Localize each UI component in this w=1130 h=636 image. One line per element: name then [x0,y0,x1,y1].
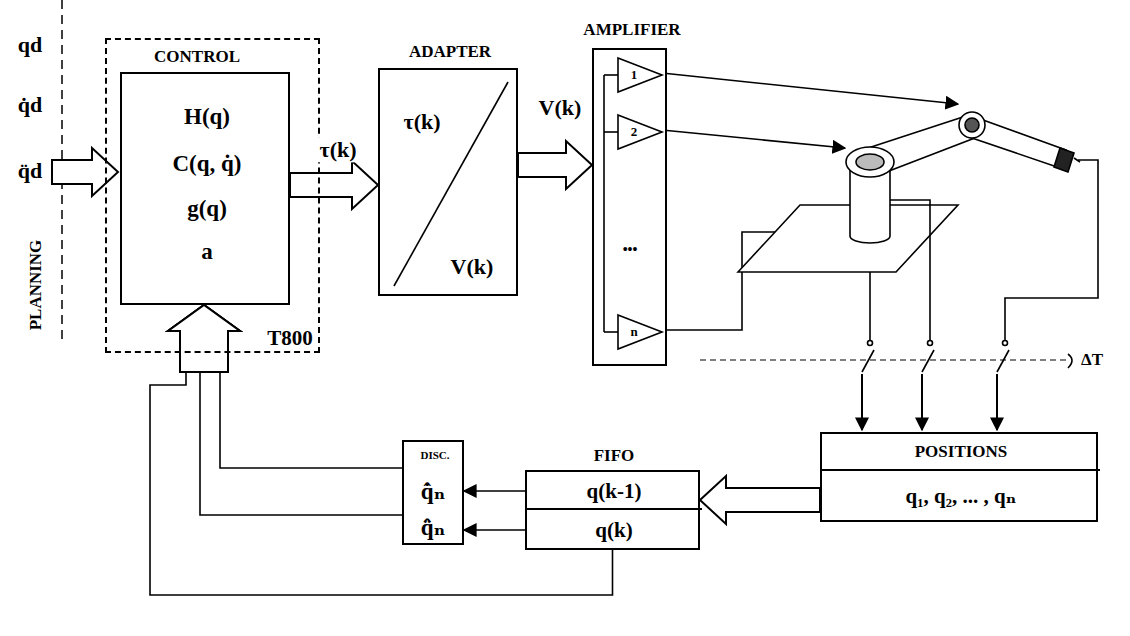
switch-contact [868,341,873,346]
wire [662,73,958,104]
connector [518,141,592,189]
robot-arm [738,112,1080,272]
command-signal: qd [18,32,42,57]
switch-contact [1003,341,1008,346]
gripper [1054,148,1074,172]
command-signal: q̇d [18,92,42,117]
sampling-mark [1068,354,1072,368]
sampling-line [700,359,1068,360]
sample-arrow [921,374,923,430]
sample-arrow [996,374,998,430]
shoulder-hub [856,154,884,170]
switch-contact [928,341,933,346]
hollow-arrow [168,305,240,372]
value-text: q̈̂ₙ [421,515,446,541]
bus-branch [604,74,618,76]
processor-boundary: T800 CONTROL H(q) C(q, q̇) g(q) a [105,38,320,353]
shoulder-joint [846,147,894,177]
connector [464,530,525,531]
input-bus [603,75,605,332]
planning-label: PLANNING [26,240,46,331]
box-drawing [594,50,669,368]
heading: CONTROL [154,47,240,67]
connector [150,305,613,595]
bus-branch [604,131,618,133]
base-column [850,168,890,243]
value-text: a [201,239,213,265]
connector-line [220,372,402,468]
amplifier-triangle [618,58,662,92]
signal-label: τ(k) [317,137,358,162]
heading: DISC. [420,449,449,462]
heading: AMPLIFIER [583,20,680,40]
planning-arrow [52,148,118,196]
elbow-joint [959,112,985,138]
value-text: H(q) [184,104,230,130]
base-plate [738,205,958,272]
hollow-arrow [290,161,378,209]
amplifier-box: AMPLIFIER12•••n [592,48,667,366]
channel-number: ••• [623,242,638,258]
value-text: q̇̂ₙ [421,479,446,505]
value-text: C(q, q̇) [172,151,241,177]
adapter-box: ADAPTERτ(k)V(k) [378,68,518,296]
transfer-line [394,82,508,286]
value-text: q(k-1) [587,479,642,503]
channel-number: n [630,325,637,340]
switch-blade [997,350,1009,372]
wire [1005,160,1098,340]
connector [168,305,402,468]
divider [822,469,1100,471]
signal-label: V(k) [537,95,584,120]
elbow-hub [965,118,979,132]
processor-name: T800 [267,326,313,350]
fifo-box: FIFOq(k-1)q(k) [525,470,700,550]
value-text: q(k) [595,518,632,542]
connector [464,491,525,492]
connector [168,305,402,515]
hollow-arrow [168,305,240,372]
connector-line [464,529,525,531]
connector [290,161,378,209]
command-signal: q̈d [18,158,42,183]
connector-line [200,372,402,515]
sensor-wires [870,160,1098,340]
sample-arrow [861,374,863,430]
box-drawing [380,70,520,298]
hollow-arrow [168,305,240,372]
amplifier-triangle [618,315,662,349]
connector [700,476,820,524]
switch-blade [862,350,874,372]
value-text: τ(k) [403,109,440,134]
connector-line [464,490,525,492]
value-text: q₁, q₂, ... , qₙ [905,484,1016,508]
heading: FIFO [594,446,635,466]
sample-arrows [862,374,997,430]
heading: ADAPTER [409,42,491,62]
bus-branch [604,331,618,333]
value-text: g(q) [187,196,227,222]
amplifier-triangle [618,115,662,149]
wire [662,130,845,148]
wire [869,272,871,340]
switch-blade [922,350,934,372]
channel-number: 2 [631,125,638,140]
disc-box: DISC. q̇̂ₙ q̈̂ₙ [402,440,464,545]
motor-wires [662,73,958,330]
hollow-arrow [518,141,592,189]
wire [890,200,930,340]
channel-number: 1 [631,68,638,83]
sampling-switches [700,341,1072,373]
positions-box: POSITIONS q₁, q₂, ... , qₙ [820,432,1098,522]
value-text: V(k) [451,254,494,279]
heading: POSITIONS [915,442,1008,462]
hollow-arrow [700,476,820,524]
control-box: CONTROLH(q)C(q, q̇)g(q)a [120,72,290,305]
divider [527,508,702,510]
sampling-period: ΔT [1079,350,1105,370]
